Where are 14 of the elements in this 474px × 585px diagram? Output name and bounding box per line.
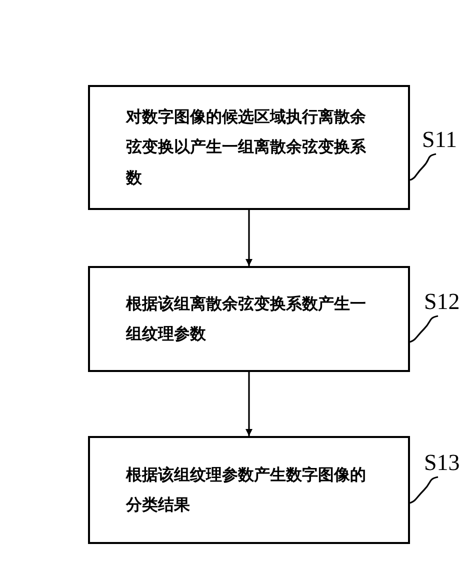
process-box xyxy=(88,85,410,210)
leader-line xyxy=(410,476,438,504)
step-number: S11 xyxy=(422,128,457,151)
process-box xyxy=(88,266,410,372)
step-text: 根据该组纹理参数产生数字图像的分类结果 xyxy=(126,464,367,516)
process-box xyxy=(88,436,410,544)
leader-line xyxy=(410,315,438,343)
step-text: 根据该组离散余弦变换系数产生一组纹理参数 xyxy=(126,292,367,345)
step-number: S12 xyxy=(424,290,460,313)
step-text: 对数字图像的候选区域执行离散余弦变换以产生一组离散余弦变换系数 xyxy=(126,106,367,189)
step-number: S13 xyxy=(424,451,460,474)
arrow xyxy=(246,210,252,266)
arrow xyxy=(246,372,252,436)
leader-line xyxy=(410,153,436,181)
